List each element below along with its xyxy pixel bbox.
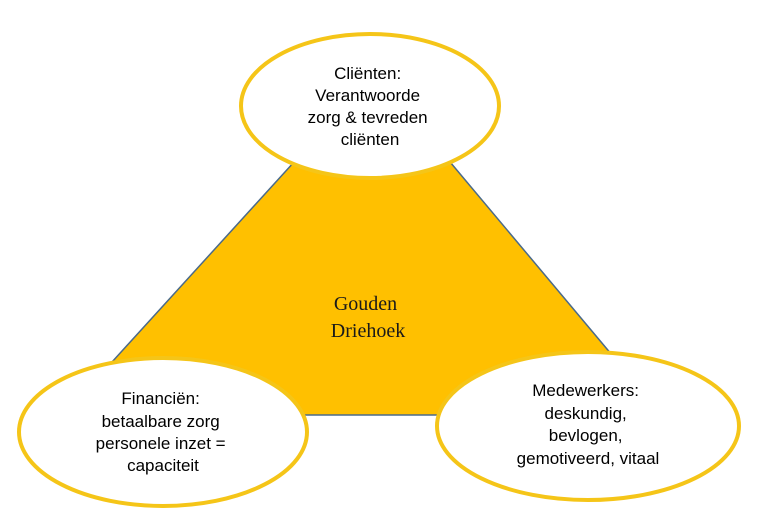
node-medewerkers: Medewerkers: deskundig, bevlogen, gemoti… — [435, 350, 741, 502]
center-label-line-2: Driehoek — [331, 320, 405, 342]
node-medewerkers-line-3: bevlogen, — [549, 426, 623, 445]
node-financien-line-4: capaciteit — [127, 456, 199, 475]
node-medewerkers-line-2: deskundig, — [545, 404, 627, 423]
node-medewerkers-line-4: gemotiveerd, vitaal — [517, 449, 660, 468]
node-clienten-line-1: Cliënten: — [334, 64, 401, 83]
center-label-line-1: Gouden — [334, 293, 397, 315]
node-financien-label: Financiën: betaalbare zorg personele inz… — [96, 389, 231, 475]
node-medewerkers-ellipse — [435, 350, 741, 502]
node-clienten-label: Cliënten: Verantwoorde zorg & tevreden c… — [308, 64, 433, 149]
node-financien: Financiën: betaalbare zorg personele inz… — [17, 356, 309, 508]
node-clienten: Cliënten: Verantwoorde zorg & tevreden c… — [239, 32, 501, 180]
center-label: Gouden Driehoek — [331, 293, 405, 342]
node-medewerkers-label: Medewerkers: deskundig, bevlogen, gemoti… — [517, 381, 660, 468]
node-financien-line-3: personele inzet = — [96, 434, 226, 453]
node-clienten-line-3: zorg & tevreden — [308, 108, 428, 127]
node-clienten-line-2: Verantwoorde — [315, 86, 420, 105]
node-clienten-line-4: cliënten — [341, 130, 400, 149]
node-financien-line-2: betaalbare zorg — [102, 412, 220, 431]
node-financien-ellipse — [17, 356, 309, 508]
node-medewerkers-line-1: Medewerkers: — [532, 381, 639, 400]
node-financien-line-1: Financiën: — [121, 389, 199, 408]
node-clienten-ellipse — [239, 32, 501, 180]
